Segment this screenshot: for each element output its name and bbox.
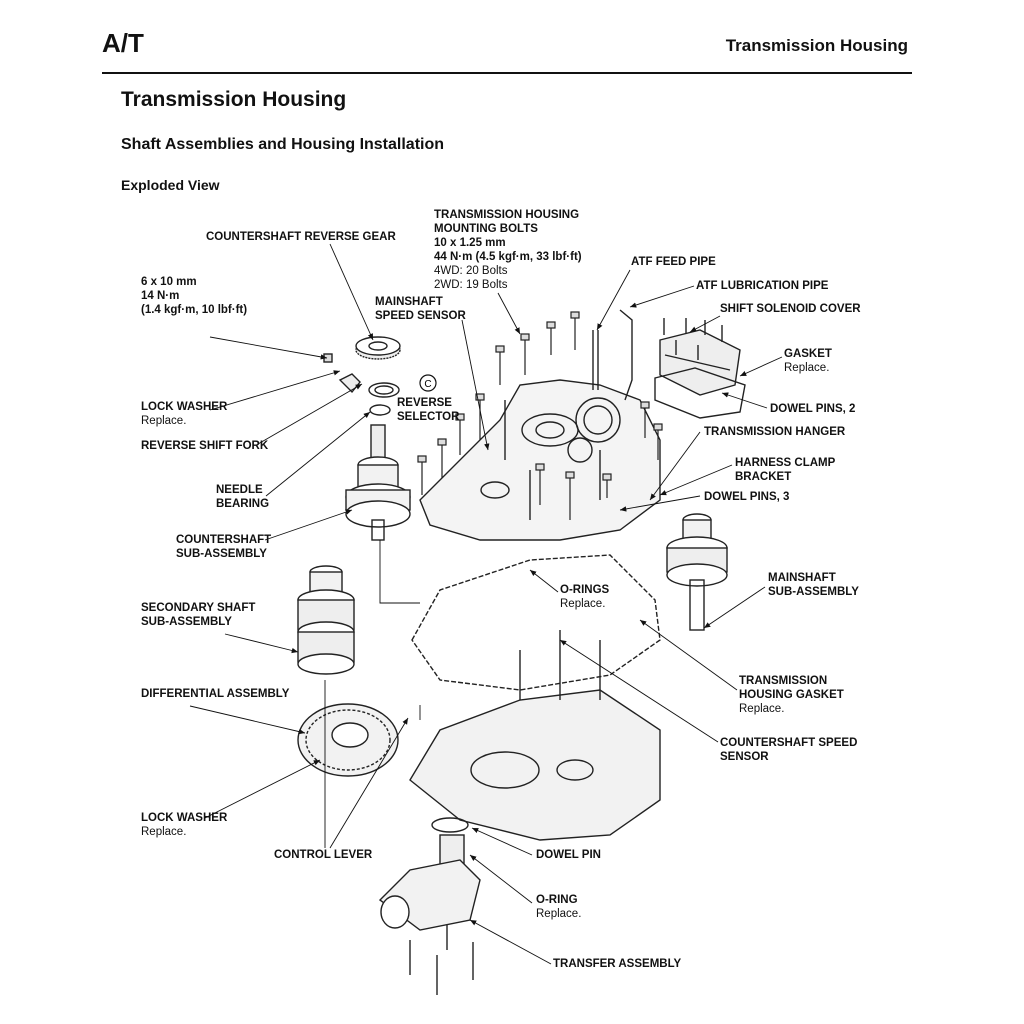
atf-lubrication-pipe-shape [619,309,633,401]
label-transmission-hanger: TRANSMISSION HANGER [704,426,846,438]
mainshaft-sub-assembly [666,513,728,631]
transmission-housing [419,379,661,541]
torque-converter-housing [409,630,661,841]
section-subtitle: Shaft Assemblies and Housing Installatio… [121,136,445,153]
view-heading: Exploded View [121,177,220,193]
label-dowel-pin: DOWEL PIN [536,849,601,861]
header-rule [102,72,912,74]
label-control-lever: CONTROL LEVER [274,849,373,861]
page-header-title: Transmission Housing [725,36,908,55]
reverse-selector-callout-circle [419,374,437,392]
label-shift-solenoid-cover: SHIFT SOLENOID COVER [720,303,861,315]
reverse-selector [368,382,400,416]
label-countershaft-reverse-gear: COUNTERSHAFT REVERSE GEAR [206,231,396,243]
shift-solenoid-cover [659,318,741,396]
housing-bolts [417,311,663,520]
label-reverse-shift-fork: REVERSE SHIFT FORK [141,440,269,452]
label-dowel-pins-3: DOWEL PINS, 3 [704,491,790,503]
section-code: A/T [102,28,144,58]
label-differential-assembly: DIFFERENTIAL ASSEMBLY [141,688,290,700]
differential-assembly [297,703,399,777]
leader-lines [189,243,783,965]
page-title: Transmission Housing [121,88,347,111]
reverse-selector-callout-mark: C [424,379,431,390]
countershaft-sub-assembly [345,424,411,541]
label-transfer-assembly: TRANSFER ASSEMBLY [553,958,682,970]
transfer-assembly [378,817,481,995]
transmission-housing-gasket [411,554,661,691]
label-atf-feed-pipe: ATF FEED PIPE [631,256,716,268]
reverse-shift-fork-shape [338,373,361,394]
label-atf-lubrication-pipe: ATF LUBRICATION PIPE [696,280,829,292]
atf-feed-pipe-shape [592,330,599,390]
label-dowel-pins-2: DOWEL PINS, 2 [770,403,856,415]
countershaft-reverse-gear [355,336,401,360]
secondary-shaft-sub-assembly [297,565,355,675]
shift-solenoid-gasket [654,367,746,419]
